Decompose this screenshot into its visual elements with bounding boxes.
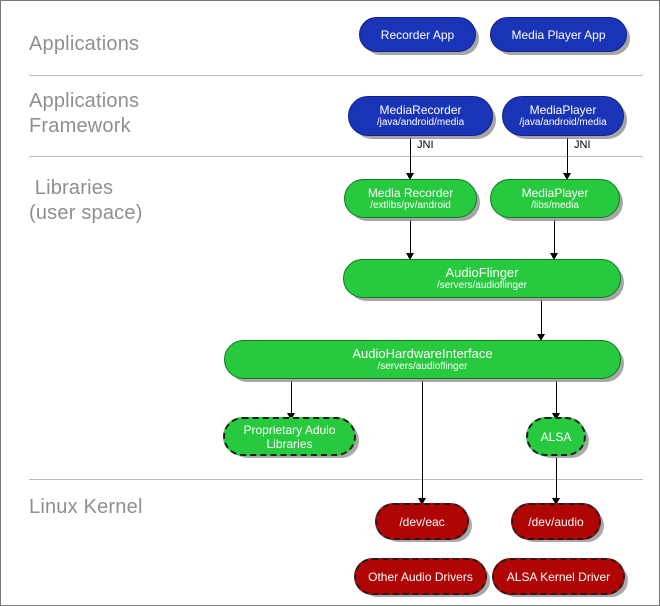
connector-alsa-to-dev-audio-line xyxy=(556,457,557,501)
node-proprietary-audio-libraries[interactable]: Proprietary Aduio Libraries xyxy=(223,417,356,456)
layer-label-libraries: Libraries (user space) xyxy=(29,177,143,224)
edge-label-jni-right: JNI xyxy=(574,139,591,151)
node-mediaplayer-framework-title: MediaPlayer xyxy=(529,103,597,117)
node-mediarecorder-framework-title: MediaRecorder xyxy=(379,103,462,117)
node-other-audio-drivers-title: Other Audio Drivers xyxy=(368,569,473,584)
layer-label-applications: Applications xyxy=(29,33,140,55)
connector-audioflinger-to-audiohardwareinterface-line xyxy=(541,299,542,337)
node-audiohardwareinterface-path: /servers/audioflinger xyxy=(377,361,468,372)
node-media-player-app[interactable]: Media Player App xyxy=(490,17,627,52)
node-alsa-kernel-driver[interactable]: ALSA Kernel Driver xyxy=(492,558,625,595)
node-recorder-app[interactable]: Recorder App xyxy=(359,17,476,52)
node-mediarecorder-framework[interactable]: MediaRecorder /java/android/media xyxy=(348,96,493,136)
node-media-player-app-title: Media Player App xyxy=(511,27,606,42)
node-recorder-app-title: Recorder App xyxy=(380,27,455,42)
layer-label-linux-kernel: Linux Kernel xyxy=(29,496,143,518)
connector-ahi-to-alsa-line xyxy=(556,380,557,416)
connector-alsa-to-dev-audio-arrowhead xyxy=(552,498,560,505)
connector-ahi-to-dev-eac-arrowhead xyxy=(418,498,426,505)
node-mediaplayer-framework[interactable]: MediaPlayer /java/android/media xyxy=(502,96,624,136)
node-alsa-kernel-driver-title: ALSA Kernel Driver xyxy=(506,569,611,584)
connector-jni-left-arrowhead xyxy=(406,173,414,180)
connector-audioflinger-to-audiohardwareinterface-arrowhead xyxy=(537,334,545,341)
node-mediarecorder-framework-path: /java/android/media xyxy=(376,117,465,128)
node-proprietary-audio-libraries-title: Proprietary Aduio xyxy=(243,422,336,437)
connector-mediaplayer-to-audioflinger-arrowhead xyxy=(550,253,558,260)
divider-framework-libraries xyxy=(29,156,643,157)
connector-media-recorder-to-audioflinger-arrowhead xyxy=(406,253,414,260)
connector-ahi-to-proprietary-line xyxy=(291,380,292,416)
layer-label-applications-framework: Applications Framework xyxy=(29,90,140,137)
node-audiohardwareinterface-title: AudioHardwareInterface xyxy=(352,346,493,361)
node-dev-eac-title: /dev/eac xyxy=(399,514,445,529)
node-mediaplayer-framework-path: /java/android/media xyxy=(519,117,607,128)
node-audioflinger-path: /servers/audioflinger xyxy=(436,280,528,291)
node-mediaplayer-library[interactable]: MediaPlayer /libs/media xyxy=(490,179,620,218)
divider-applications-framework xyxy=(29,75,643,76)
connector-ahi-to-dev-eac-line xyxy=(422,380,423,501)
connector-jni-right-arrowhead xyxy=(563,173,571,180)
node-mediaplayer-library-path: /libs/media xyxy=(531,199,579,211)
node-alsa[interactable]: ALSA xyxy=(526,417,586,456)
node-dev-audio[interactable]: /dev/audio xyxy=(511,503,601,540)
node-audioflinger[interactable]: AudioFlinger /servers/audioflinger xyxy=(343,259,621,298)
node-other-audio-drivers[interactable]: Other Audio Drivers xyxy=(354,558,487,595)
node-alsa-title: ALSA xyxy=(540,429,572,444)
connector-media-recorder-to-audioflinger-line xyxy=(410,219,411,256)
node-media-recorder-library-path: /extlibs/pv/android xyxy=(370,199,451,211)
node-dev-eac[interactable]: /dev/eac xyxy=(375,503,469,540)
node-proprietary-audio-libraries-subtitle: Libraries xyxy=(266,436,313,451)
node-media-recorder-library-title: Media Recorder xyxy=(367,185,454,200)
node-media-recorder-library[interactable]: Media Recorder /extlibs/pv/android xyxy=(344,179,477,218)
node-audioflinger-title: AudioFlinger xyxy=(445,265,519,280)
connector-mediaplayer-to-audioflinger-line xyxy=(554,219,555,256)
node-audiohardwareinterface[interactable]: AudioHardwareInterface /servers/audiofli… xyxy=(224,340,621,379)
node-dev-audio-title: /dev/audio xyxy=(528,514,584,529)
divider-libraries-kernel xyxy=(29,479,643,480)
connector-jni-left-line xyxy=(410,137,411,176)
node-mediaplayer-library-title: MediaPlayer xyxy=(521,185,589,200)
connector-jni-right-line xyxy=(567,137,568,176)
edge-label-jni-left: JNI xyxy=(417,139,434,151)
